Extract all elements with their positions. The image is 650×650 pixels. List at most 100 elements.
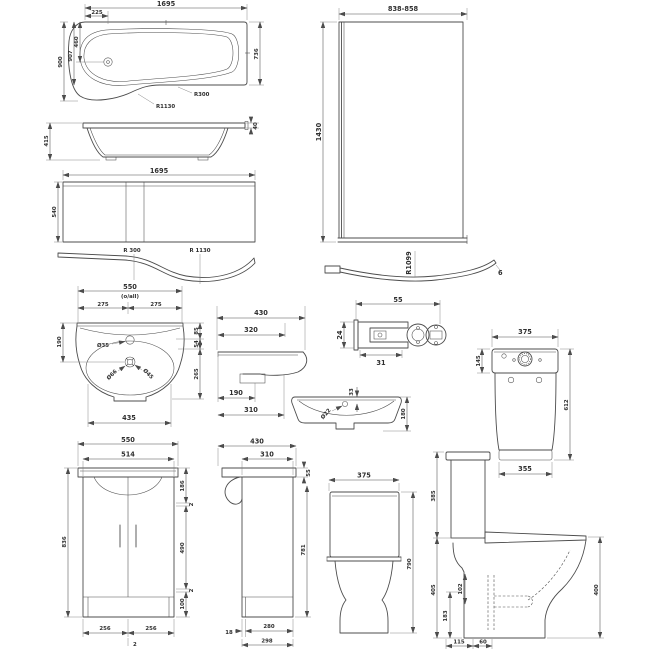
dim-panel-r-small: R 300 bbox=[123, 248, 141, 254]
dim-door-right: 256 bbox=[145, 626, 157, 632]
bath-side-view: 415 40 bbox=[44, 116, 259, 161]
dim-vanity-plinth: 100 bbox=[180, 598, 186, 610]
dim-cistern-width: 375 bbox=[518, 328, 532, 336]
dim-basin-tap-zone: 54 bbox=[194, 340, 200, 348]
dim-curve-radius: R1130 bbox=[156, 104, 175, 110]
toilet-rear-dimensions: 375 145 612 355 bbox=[476, 328, 574, 478]
vanity-front-outline bbox=[77, 467, 179, 618]
dim-door-gap: 2 bbox=[133, 642, 137, 648]
vanity-side-view: 430 310 55 781 18 280 298 bbox=[217, 438, 312, 648]
basin-front-outline bbox=[291, 396, 402, 430]
dim-toilet-height: 790 bbox=[407, 558, 413, 570]
vanity-side-outline bbox=[221, 467, 297, 618]
dim-plinth-depth: 280 bbox=[263, 624, 275, 630]
screen-front-view: 838-858 1430 bbox=[315, 5, 468, 244]
dim-basin-half-right: 275 bbox=[150, 302, 162, 308]
basin-front-dimensions: 33 Ø22 180 bbox=[319, 387, 411, 432]
basin-side-dimensions: 430 320 190 310 bbox=[216, 306, 306, 419]
dim-panel-r-large: R 1130 bbox=[189, 248, 210, 254]
toilet-side-outline bbox=[445, 451, 587, 639]
dim-profile-inner: 31 bbox=[376, 359, 386, 367]
dim-screen-radius: R1099 bbox=[405, 251, 413, 275]
bath-side-outline bbox=[82, 121, 249, 161]
dim-basin-bowl-depth: 265 bbox=[194, 368, 200, 380]
dim-vanity-gap-b: 2 bbox=[189, 588, 195, 592]
basin-plan-dimensions: 550 (o/all) 275 275 190 85 54 265 435 Ø3… bbox=[57, 283, 204, 427]
dim-basin-rim: 33 bbox=[349, 388, 355, 396]
dim-rim-height: 40 bbox=[253, 122, 259, 130]
bath-panel-view: 1695 540 bbox=[52, 167, 256, 243]
screen-plan-view: R1099 6 bbox=[324, 251, 503, 282]
panel-plan-outline bbox=[57, 252, 256, 282]
screen-profile-dimensions: 55 24 31 bbox=[336, 296, 441, 367]
dim-glass-thickness: 6 bbox=[498, 269, 503, 277]
basin-plan-outline bbox=[75, 322, 185, 402]
dim-basin-width-note: (o/all) bbox=[121, 294, 139, 300]
dim-outlet-height: 183 bbox=[443, 610, 449, 622]
screen-plan-dimensions: R1099 6 bbox=[405, 251, 503, 277]
panel-plan-view: R 300 R 1130 bbox=[57, 248, 256, 284]
basin-plan-view: 550 (o/all) 275 275 190 85 54 265 435 Ø3… bbox=[57, 283, 204, 427]
dim-basin-half-left: 275 bbox=[97, 302, 109, 308]
dim-foot-width: 736 bbox=[254, 48, 260, 60]
vanity-side-dimensions: 430 310 55 781 18 280 298 bbox=[217, 438, 312, 648]
dim-basin-ledge: 320 bbox=[244, 326, 258, 334]
bath-plan-outline bbox=[68, 20, 250, 101]
screen-front-outline bbox=[337, 21, 468, 244]
screen-plan-outline bbox=[324, 259, 497, 282]
toilet-rear-outline bbox=[491, 348, 559, 461]
dim-tap-offset: 225 bbox=[91, 10, 103, 16]
dim-basin-base-depth: 310 bbox=[244, 406, 258, 414]
dim-vanity-height: 836 bbox=[62, 536, 68, 548]
dim-basin-tap-centre: 190 bbox=[57, 336, 63, 348]
dim-toilet-width: 375 bbox=[357, 472, 371, 480]
dim-basin-depth: 430 bbox=[254, 309, 268, 317]
screen-front-dimensions: 838-858 1430 bbox=[315, 5, 468, 243]
dim-tap-hole-dia: Ø35 bbox=[97, 342, 109, 349]
dim-basin-bowl-width: 435 bbox=[122, 414, 136, 422]
dim-corner-radius: R300 bbox=[194, 92, 210, 98]
dim-bath-length: 1695 bbox=[157, 0, 176, 8]
dim-vside-depth: 430 bbox=[250, 438, 264, 446]
dim-outlet-centre: 102 bbox=[458, 583, 464, 595]
dim-screen-height: 1430 bbox=[315, 122, 323, 141]
dim-cistern-height: 145 bbox=[476, 355, 482, 367]
toilet-side-dimensions: 385 405 102 183 115 60 400 bbox=[431, 451, 604, 649]
bath-panel-dimensions: 1695 540 bbox=[52, 167, 256, 243]
basin-front-view: 33 Ø22 180 bbox=[291, 387, 411, 432]
dim-outlet-offset: 60 bbox=[479, 640, 487, 646]
dim-overflow-dia: Ø22 bbox=[319, 407, 332, 421]
dim-toilet-overall-height: 612 bbox=[564, 399, 570, 411]
dim-vanity-gap-a: 2 bbox=[189, 502, 195, 506]
toilet-front-dimensions: 375 790 bbox=[328, 472, 417, 634]
dim-vanity-door-height: 490 bbox=[180, 542, 186, 554]
dim-vside-carcass: 310 bbox=[260, 451, 274, 459]
dim-base-depth: 298 bbox=[261, 639, 273, 645]
toilet-front-view: 375 790 bbox=[326, 472, 417, 634]
screen-profile-outline bbox=[353, 319, 447, 351]
basin-side-view: 430 320 190 310 bbox=[216, 306, 308, 419]
dim-door-left: 256 bbox=[99, 626, 111, 632]
dim-profile-width: 55 bbox=[393, 296, 403, 304]
dim-basin-back-ledge: 85 bbox=[194, 327, 200, 335]
dim-screen-width: 838-858 bbox=[388, 5, 419, 13]
toilet-side-view: 385 405 102 183 115 60 400 bbox=[431, 451, 604, 649]
dim-basin-trap: 190 bbox=[229, 389, 243, 397]
toilet-rear-view: 375 145 612 355 bbox=[476, 328, 574, 478]
dim-plug-dia: Ø45 bbox=[141, 367, 155, 381]
dim-vside-height: 781 bbox=[301, 544, 307, 556]
dim-tside-pan: 405 bbox=[431, 584, 437, 596]
panel-plan-dimensions: R 300 R 1130 bbox=[123, 248, 211, 284]
dim-vside-worktop: 55 bbox=[306, 469, 312, 477]
bath-side-dimensions: 415 40 bbox=[44, 116, 259, 161]
dim-vanity-width: 550 bbox=[121, 436, 135, 444]
dim-vanity-carcass: 514 bbox=[121, 451, 135, 459]
dim-bowl-height: 400 bbox=[594, 584, 600, 596]
dim-tap-centre: 460 bbox=[74, 36, 80, 48]
basin-side-outline bbox=[217, 351, 308, 384]
dim-toilet-base-width: 355 bbox=[518, 465, 532, 473]
bath-panel-outline bbox=[62, 181, 256, 243]
dim-head-inner: 907 bbox=[68, 50, 74, 62]
vanity-front-dimensions: 550 514 836 186 2 490 2 100 256 256 2 bbox=[62, 436, 195, 648]
